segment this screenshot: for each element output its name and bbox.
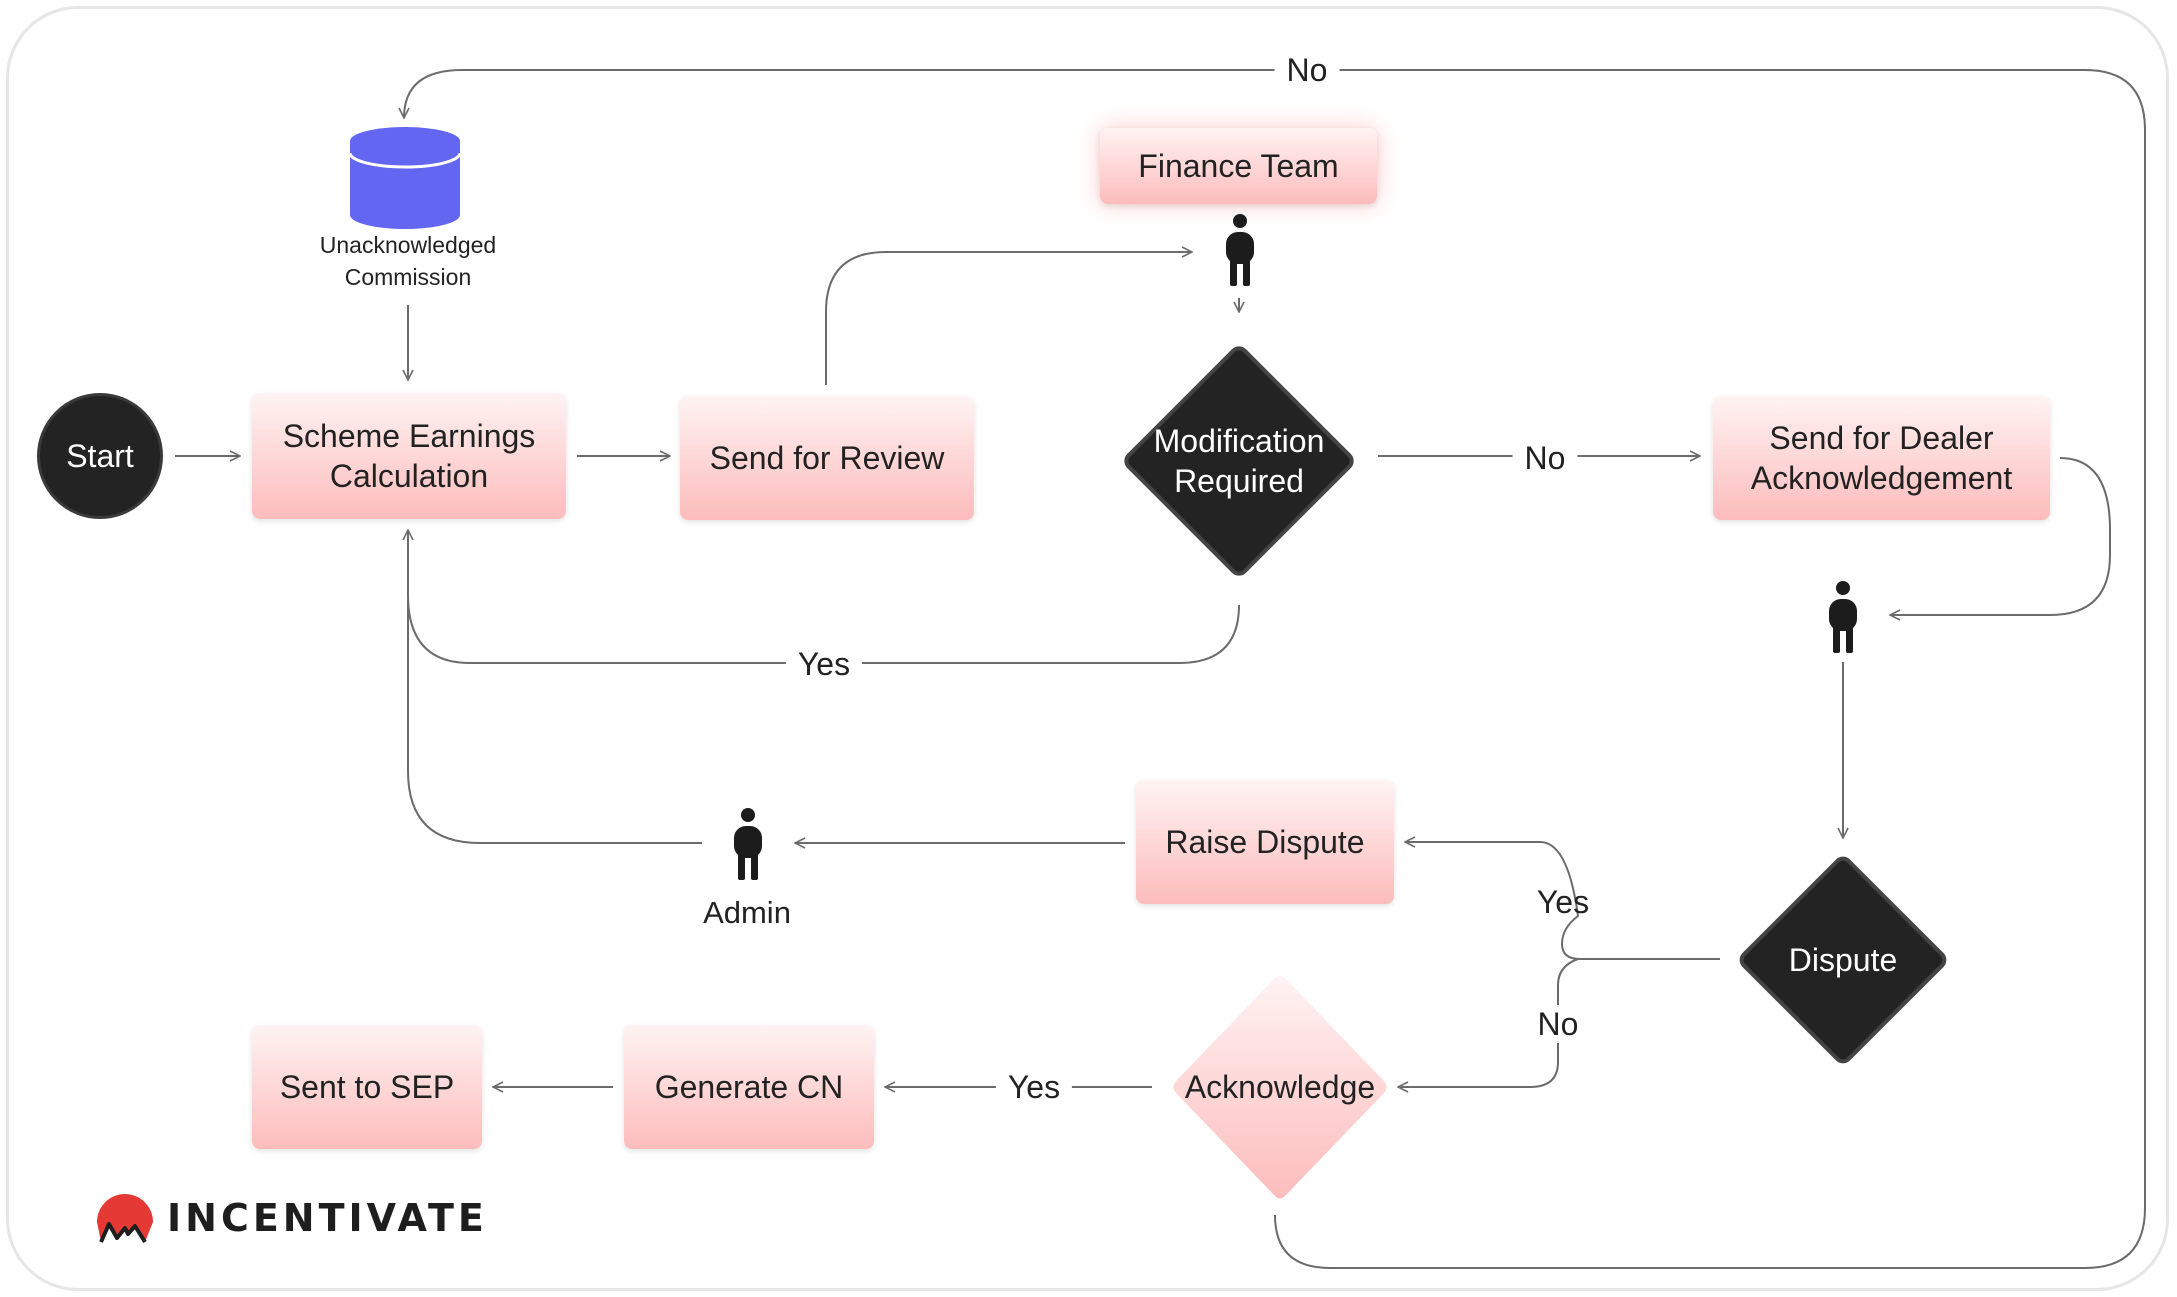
edge-label-mod-yes: Yes	[785, 645, 863, 683]
edge-label-dispute-no: No	[1525, 1005, 1591, 1043]
modification-diamond: Modification Required	[1118, 330, 1360, 592]
admin-person-icon	[731, 806, 765, 880]
admin-label: Admin	[703, 895, 791, 930]
generate-cn-node: Generate CN	[624, 1025, 874, 1149]
start-node: Start	[37, 393, 163, 519]
logo-text: INCENTIVATE	[167, 1196, 488, 1240]
finance-team-node: Finance Team	[1100, 128, 1377, 204]
edge-review-to-finance	[825, 252, 1192, 385]
send-for-review-node: Send for Review	[680, 396, 974, 520]
edge-label-mod-no: No	[1512, 439, 1578, 477]
dealer-ack-node: Send for Dealer Acknowledgement	[1713, 396, 2050, 520]
edge-admin-to-scheme	[407, 600, 702, 844]
incentivate-logo: INCENTIVATE	[95, 1192, 488, 1244]
edge-modification-yes	[408, 530, 1240, 664]
dealer-person-icon	[1826, 579, 1860, 653]
dispute-label: Dispute	[1788, 942, 1898, 978]
scheme-earnings-node: Scheme Earnings Calculation	[252, 393, 566, 519]
dispute-diamond: Dispute	[1733, 850, 1953, 1070]
edge-dealer-to-person	[1890, 457, 2111, 615]
database-label: Unacknowledged Commission	[319, 232, 497, 290]
edge-dispute-no	[1398, 958, 1579, 1087]
acknowledge-diamond-shape	[1173, 975, 1387, 1199]
edge-label-ack-yes: Yes	[995, 1068, 1073, 1106]
mountain-logo-icon	[97, 1194, 153, 1244]
finance-person-icon	[1223, 212, 1257, 286]
edge-label-top-no: No	[1274, 51, 1340, 89]
database-icon	[348, 127, 462, 229]
raise-dispute-node: Raise Dispute	[1136, 780, 1394, 904]
acknowledge-label: Acknowledge	[1184, 1069, 1376, 1105]
modification-label: Modification Required	[1153, 423, 1325, 499]
edge-label-dispute-yes: Yes	[1536, 884, 1590, 920]
edge-ack-no-loop	[404, 69, 2146, 1269]
sent-to-sep-node: Sent to SEP	[252, 1025, 482, 1149]
edge-dispute-yes	[1405, 842, 1720, 960]
